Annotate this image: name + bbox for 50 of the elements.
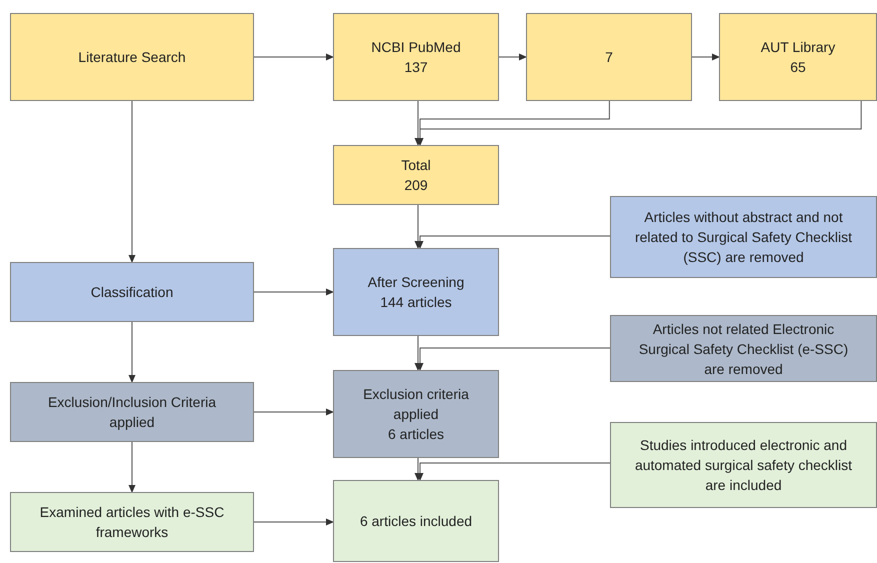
box-text: 144 articles — [380, 293, 452, 312]
process-box — [610, 196, 877, 278]
arrow — [414, 100, 422, 146]
box-text: Exclusion criteria applied — [362, 385, 470, 424]
box-text: 6 articles — [388, 425, 444, 444]
process-box — [333, 370, 499, 458]
process-box — [610, 315, 877, 382]
process-box — [333, 480, 499, 562]
box-text: 65 — [790, 58, 806, 77]
box-text: Exclusion/Inclusion Criteria applied — [46, 393, 218, 432]
box-text: Studies introduced electronic and automated surgical safety checklist are included — [634, 436, 854, 495]
arrow — [254, 408, 334, 416]
process-box — [10, 262, 254, 322]
box-text: AUT Library — [760, 38, 836, 57]
box-text: 6 articles included — [360, 512, 472, 531]
box-text: Literature Search — [78, 48, 186, 67]
box-text: Articles without abstract and not related to Surgical Safety Checklist (SSC) are removed — [634, 208, 854, 267]
arrow — [416, 100, 862, 146]
box-text: 7 — [605, 48, 613, 67]
process-box — [610, 422, 877, 508]
arrow — [416, 348, 610, 371]
arrow — [414, 336, 422, 371]
box-text: 209 — [404, 176, 428, 195]
process-box — [10, 13, 254, 101]
arrow — [128, 322, 136, 383]
arrow — [416, 236, 610, 249]
arrow — [254, 54, 334, 60]
box-text: After Screening — [368, 273, 464, 292]
arrow — [414, 204, 422, 249]
arrow — [254, 518, 334, 526]
arrow — [692, 54, 720, 60]
box-text: NCBI PubMed — [371, 38, 461, 57]
box-text: Classification — [90, 283, 174, 302]
process-box — [333, 145, 499, 205]
box-text: Articles not related Electronic Surgical Safety Checklist (e-SSC) are removed — [638, 320, 850, 378]
process-box — [526, 13, 692, 101]
process-box — [333, 248, 499, 336]
arrow — [128, 100, 136, 263]
process-box — [719, 13, 877, 101]
process-box — [10, 382, 254, 442]
box-text: Examined articles with e-SSC frameworks — [38, 503, 226, 542]
arrow — [414, 458, 422, 481]
arrow — [128, 442, 136, 493]
box-text: Total — [401, 156, 431, 175]
arrow — [254, 288, 334, 296]
box-text: 137 — [404, 58, 428, 77]
process-box — [333, 13, 499, 101]
arrow — [498, 54, 527, 60]
process-box — [10, 492, 254, 552]
arrow — [416, 462, 610, 481]
